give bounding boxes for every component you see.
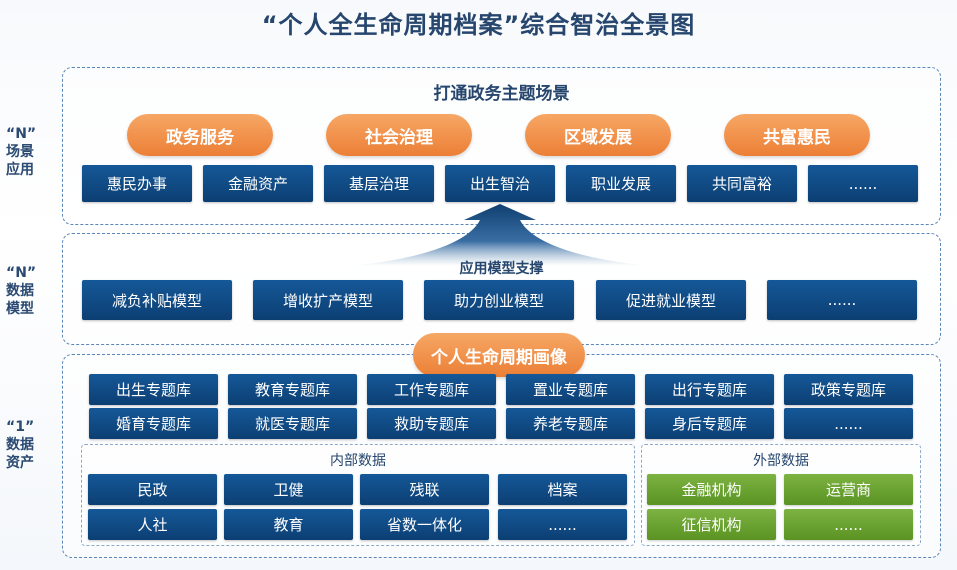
model-box: 助力创业模型 [424, 280, 574, 320]
layer-label-model: “N” 数据 模型 [6, 264, 50, 318]
layer-label-asset: “1” 数据 资产 [6, 418, 50, 472]
layer-label-model-quote: “N” [6, 265, 37, 281]
external-source: 运营商 [784, 474, 913, 505]
scene-pill-common-prosperity: 共富惠民 [724, 114, 870, 156]
topic-library: 教育专题库 [228, 374, 357, 405]
internal-source: 民政 [88, 474, 217, 505]
layer-label-asset-line1: 数据 [6, 437, 34, 453]
topic-library: 身后专题库 [645, 408, 774, 439]
scene-box: ...... [808, 165, 918, 202]
topic-library: 救助专题库 [367, 408, 496, 439]
topic-library: 置业专题库 [506, 374, 635, 405]
scene-pill-social-governance: 社会治理 [326, 114, 472, 156]
external-source: 金融机构 [647, 474, 776, 505]
external-source: ...... [784, 509, 913, 540]
scene-pill-regional-development: 区域发展 [525, 114, 671, 156]
topic-library: 出生专题库 [89, 374, 218, 405]
topic-library: 养老专题库 [506, 408, 635, 439]
topic-library: 政策专题库 [784, 374, 913, 405]
lifecycle-portrait-pill: 个人生命周期画像 [413, 333, 585, 377]
layer-label-asset-line2: 资产 [6, 455, 34, 471]
scene-box: 出生智治 [445, 165, 555, 202]
topic-library: 出行专题库 [645, 374, 774, 405]
scene-box: 基层治理 [324, 165, 434, 202]
topic-library: 婚育专题库 [89, 408, 218, 439]
layer-label-asset-quote: “1” [6, 419, 35, 435]
layer-label-scene: “N” 场景 应用 [6, 125, 50, 179]
topic-library: 就医专题库 [228, 408, 357, 439]
layer-label-scene-quote: “N” [6, 126, 37, 142]
internal-source: 教育 [224, 509, 353, 540]
internal-source: 省数一体化 [360, 509, 489, 540]
scene-pill-gov-service: 政务服务 [127, 114, 273, 156]
internal-data-title: 内部数据 [330, 453, 386, 469]
topic-library: ...... [784, 408, 913, 439]
external-source: 征信机构 [647, 509, 776, 540]
page-title: “个人全生命周期档案”综合智治全景图 [261, 11, 696, 39]
internal-source: 卫健 [224, 474, 353, 505]
internal-source: 残联 [360, 474, 489, 505]
model-box: ...... [767, 280, 917, 320]
scene-box: 共同富裕 [687, 165, 797, 202]
scene-box: 职业发展 [566, 165, 676, 202]
scene-box: 金融资产 [203, 165, 313, 202]
internal-source: 档案 [498, 474, 627, 505]
model-box: 减负补贴模型 [82, 280, 232, 320]
scene-box: 惠民办事 [82, 165, 192, 202]
internal-source: 人社 [88, 509, 217, 540]
model-box: 促进就业模型 [596, 280, 746, 320]
model-panel-title: 应用模型支撑 [459, 261, 544, 277]
upward-arrow-icon [350, 204, 650, 266]
topic-library: 工作专题库 [367, 374, 496, 405]
external-data-title: 外部数据 [753, 453, 809, 469]
internal-source: ...... [498, 509, 627, 540]
scene-panel-title: 打通政务主题场景 [433, 84, 570, 104]
layer-label-scene-line1: 场景 [6, 144, 34, 160]
layer-label-model-line1: 数据 [6, 283, 34, 299]
layer-label-model-line2: 模型 [6, 301, 34, 317]
layer-label-scene-line2: 应用 [6, 162, 34, 178]
model-box: 增收扩产模型 [253, 280, 403, 320]
